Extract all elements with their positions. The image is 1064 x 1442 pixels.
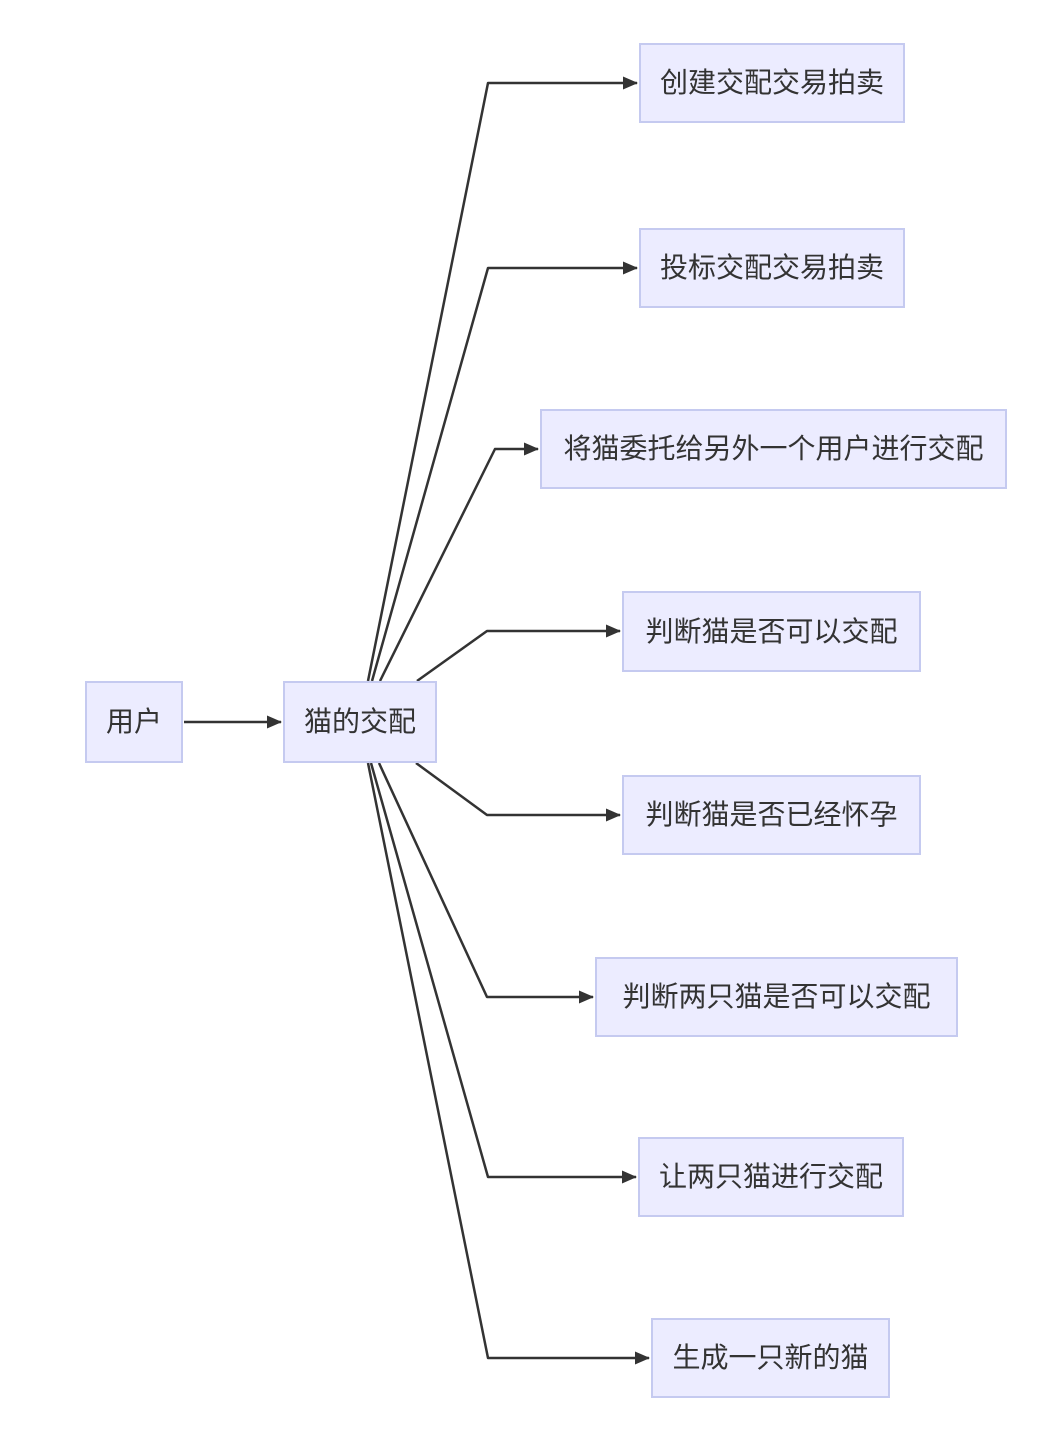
node-label: 将猫委托给另外一个用户进行交配	[563, 433, 984, 464]
node-bid-mating-auction: 投标交配交易拍卖	[639, 228, 905, 308]
edge-arrow	[377, 762, 594, 1004]
edge-arrow	[378, 442, 539, 682]
node-label: 生成一只新的猫	[672, 1342, 869, 1373]
node-check-two-cats-can-mate: 判断两只猫是否可以交配	[595, 957, 958, 1037]
edge-arrow	[415, 761, 621, 822]
node-delegate-cat-to-user: 将猫委托给另外一个用户进行交配	[540, 409, 1007, 489]
edge-arrow	[370, 261, 638, 682]
node-generate-new-cat: 生成一只新的猫	[651, 1318, 890, 1398]
node-label: 判断猫是否已经怀孕	[645, 799, 898, 830]
node-cat-mating-hub: 猫的交配	[283, 681, 437, 763]
node-label: 创建交配交易拍卖	[659, 67, 884, 98]
node-user: 用户	[85, 681, 183, 763]
node-label: 判断猫是否可以交配	[645, 615, 898, 647]
edge-arrow	[366, 76, 638, 682]
node-user-label: 用户	[105, 706, 162, 737]
node-check-cat-pregnant: 判断猫是否已经怀孕	[622, 775, 921, 855]
node-label: 让两只猫进行交配	[658, 1161, 883, 1192]
node-check-cat-can-mate: 判断猫是否可以交配	[622, 591, 921, 672]
node-label: 判断两只猫是否可以交配	[622, 981, 931, 1012]
node-label: 投标交配交易拍卖	[659, 252, 884, 283]
edge-arrow	[416, 624, 621, 683]
edge-arrow	[369, 762, 637, 1184]
edge-arrow	[366, 762, 650, 1365]
node-hub-label: 猫的交配	[303, 706, 416, 737]
node-make-two-cats-mate: 让两只猫进行交配	[638, 1137, 904, 1217]
node-create-mating-auction: 创建交配交易拍卖	[639, 43, 905, 123]
